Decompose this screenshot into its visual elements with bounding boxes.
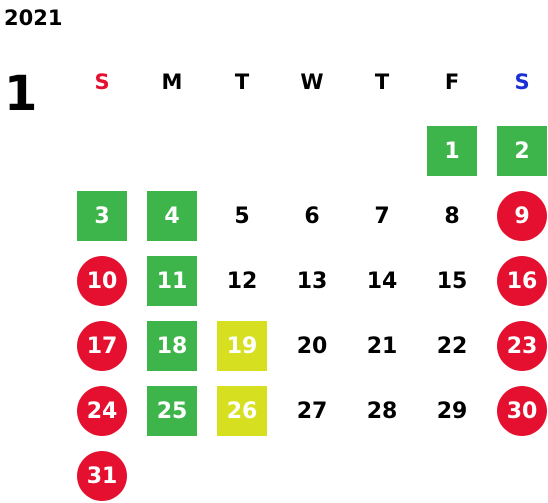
day-cell[interactable]: 24: [77, 386, 127, 436]
day-cell[interactable]: 28: [366, 398, 398, 424]
day-cell[interactable]: 4: [147, 191, 197, 241]
weekday-label: W: [300, 70, 324, 94]
day-cell[interactable]: 8: [444, 203, 460, 229]
day-cell[interactable]: 14: [366, 268, 398, 294]
day-cell[interactable]: 19: [217, 321, 267, 371]
day-cell[interactable]: 2: [497, 126, 547, 176]
day-cell[interactable]: 20: [296, 333, 328, 359]
day-cell[interactable]: 17: [77, 321, 127, 371]
day-cell[interactable]: 12: [226, 268, 258, 294]
day-cell[interactable]: 16: [497, 256, 547, 306]
day-cell[interactable]: 11: [147, 256, 197, 306]
month-number: 1: [4, 66, 38, 122]
day-cell[interactable]: 6: [304, 203, 320, 229]
day-cell[interactable]: 22: [436, 333, 468, 359]
day-cell[interactable]: 3: [77, 191, 127, 241]
day-cell[interactable]: 25: [147, 386, 197, 436]
day-cell[interactable]: 21: [366, 333, 398, 359]
day-cell[interactable]: 31: [77, 451, 127, 501]
weekday-label: F: [444, 70, 460, 94]
day-cell[interactable]: 23: [497, 321, 547, 371]
day-cell[interactable]: 7: [374, 203, 390, 229]
day-cell[interactable]: 5: [234, 203, 250, 229]
day-cell[interactable]: 18: [147, 321, 197, 371]
day-cell[interactable]: 26: [217, 386, 267, 436]
year-label: 2021: [4, 6, 63, 30]
weekday-label: T: [374, 70, 390, 94]
weekday-label: S: [94, 70, 110, 94]
weekday-label: S: [514, 70, 530, 94]
day-cell[interactable]: 10: [77, 256, 127, 306]
day-cell[interactable]: 1: [427, 126, 477, 176]
day-cell[interactable]: 15: [436, 268, 468, 294]
day-cell[interactable]: 29: [436, 398, 468, 424]
weekday-label: T: [234, 70, 250, 94]
day-cell[interactable]: 27: [296, 398, 328, 424]
day-cell[interactable]: 30: [497, 386, 547, 436]
weekday-label: M: [161, 70, 183, 94]
day-cell[interactable]: 9: [497, 191, 547, 241]
day-cell[interactable]: 13: [296, 268, 328, 294]
